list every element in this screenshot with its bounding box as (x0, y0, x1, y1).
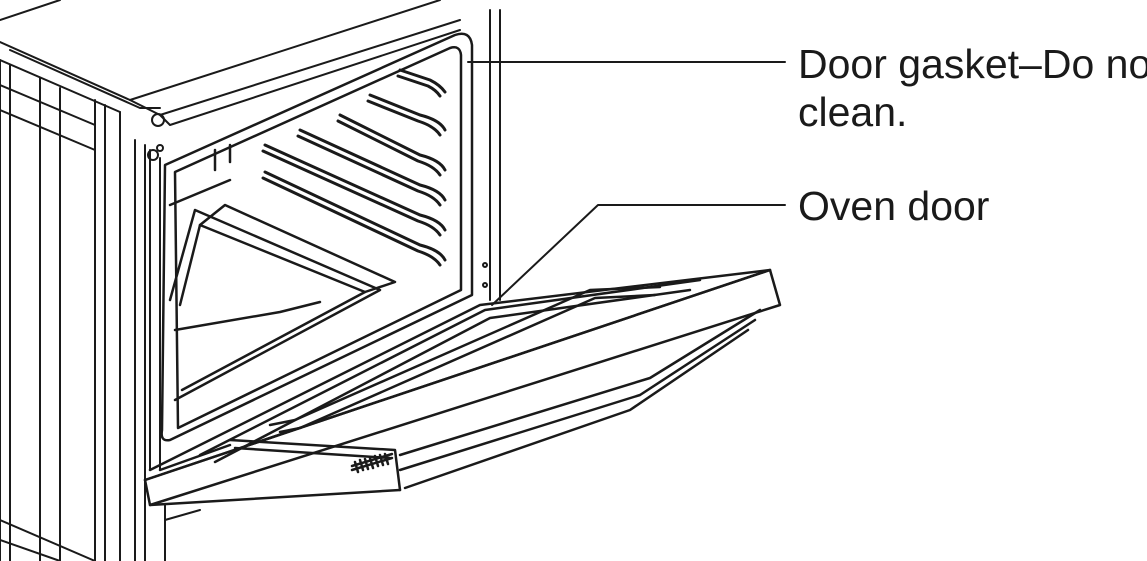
oven-rack-icon (261, 68, 447, 267)
door-gasket-callout: Door gasket–Do not clean. (798, 40, 1147, 136)
oven-cabinet-side (0, 59, 121, 561)
oven-door-icon (143, 268, 782, 507)
oven-cabinet-right (482, 9, 501, 301)
door-gasket-label-line2: clean. (798, 89, 908, 135)
door-gasket-label-line1: Door gasket–Do not (798, 41, 1147, 87)
oven-door-callout: Oven door (798, 182, 989, 230)
callout-leader-lines (467, 61, 786, 306)
oven-cavity-icon (160, 32, 474, 442)
oven-front-frame (134, 139, 161, 561)
oven-door-label: Oven door (798, 183, 990, 229)
door-leader-line (491, 204, 786, 306)
oven-top-frame (0, 0, 461, 161)
oven-lower-cabinet (0, 504, 201, 561)
